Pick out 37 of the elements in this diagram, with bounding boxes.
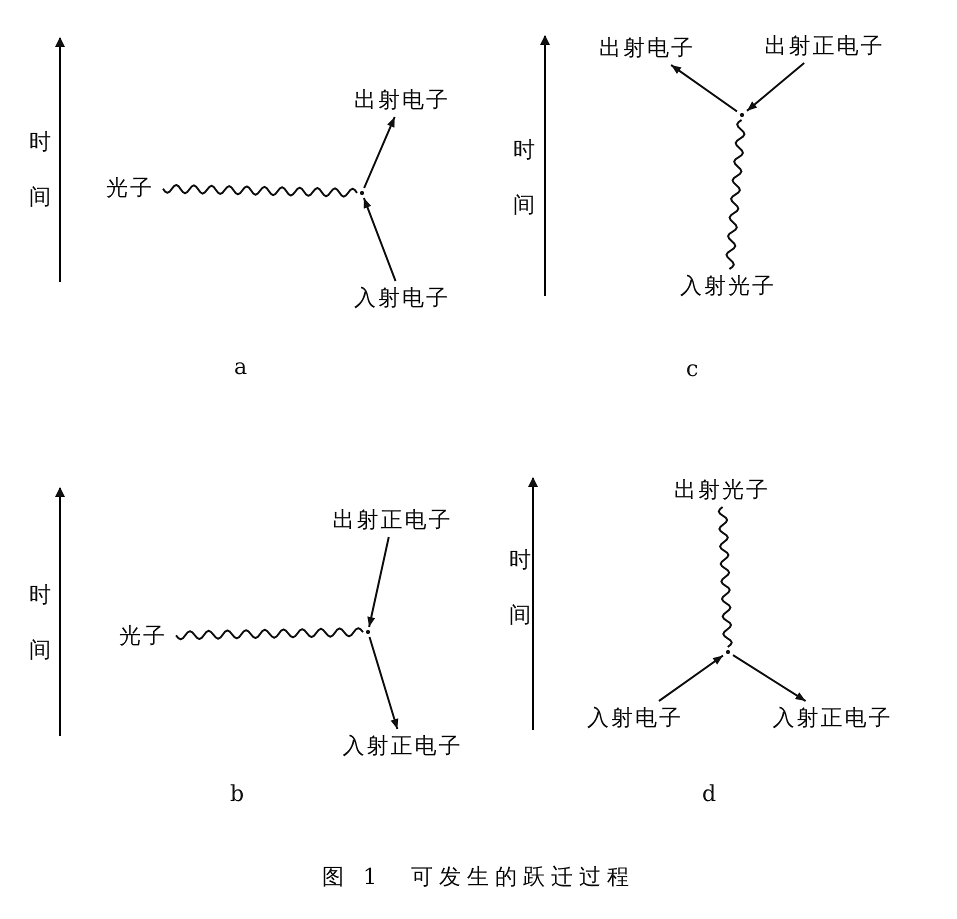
axis-label: 时间 bbox=[26, 565, 53, 677]
vertex-dot bbox=[740, 113, 744, 117]
particle-label: 光子 bbox=[100, 174, 160, 202]
axis-label: 时间 bbox=[506, 530, 533, 642]
arrow bbox=[670, 64, 738, 112]
particle-label: 出射正电子 bbox=[330, 506, 455, 534]
panel-letter: a bbox=[234, 355, 248, 380]
particle-label: 入射光子 bbox=[678, 272, 778, 300]
arrow bbox=[658, 654, 724, 702]
vertex-dot bbox=[366, 630, 370, 634]
axis-label: 时间 bbox=[510, 120, 537, 232]
particle-label: 入射正电子 bbox=[340, 732, 465, 760]
particle-label: 入射电子 bbox=[352, 284, 452, 312]
particle-label: 出射电子 bbox=[597, 34, 697, 62]
wavy-line bbox=[718, 506, 733, 648]
particle-label: 光子 bbox=[113, 622, 173, 650]
arrow bbox=[368, 636, 398, 730]
particle-label: 入射正电子 bbox=[770, 704, 895, 732]
wavy-line bbox=[725, 119, 746, 270]
arrow bbox=[363, 116, 396, 188]
particle-label: 出射正电子 bbox=[762, 32, 887, 60]
arrow bbox=[746, 62, 805, 112]
vertex-dot bbox=[726, 650, 730, 654]
particle-label: 入射电子 bbox=[585, 704, 685, 732]
arrow bbox=[367, 536, 390, 628]
particle-label: 出射光子 bbox=[672, 476, 772, 504]
panel-letter: c bbox=[686, 357, 698, 382]
panel-letter: d bbox=[702, 782, 716, 807]
axis-label: 时间 bbox=[26, 112, 53, 224]
wavy-line bbox=[175, 627, 364, 640]
panel-letter: b bbox=[230, 782, 244, 807]
arrow bbox=[362, 198, 396, 282]
figure-caption: 图 1 可发生的跃迁过程 bbox=[322, 865, 635, 890]
wavy-line bbox=[162, 184, 358, 198]
arrow bbox=[732, 654, 806, 702]
particle-label: 出射电子 bbox=[352, 86, 452, 114]
vertex-dot bbox=[360, 191, 364, 195]
